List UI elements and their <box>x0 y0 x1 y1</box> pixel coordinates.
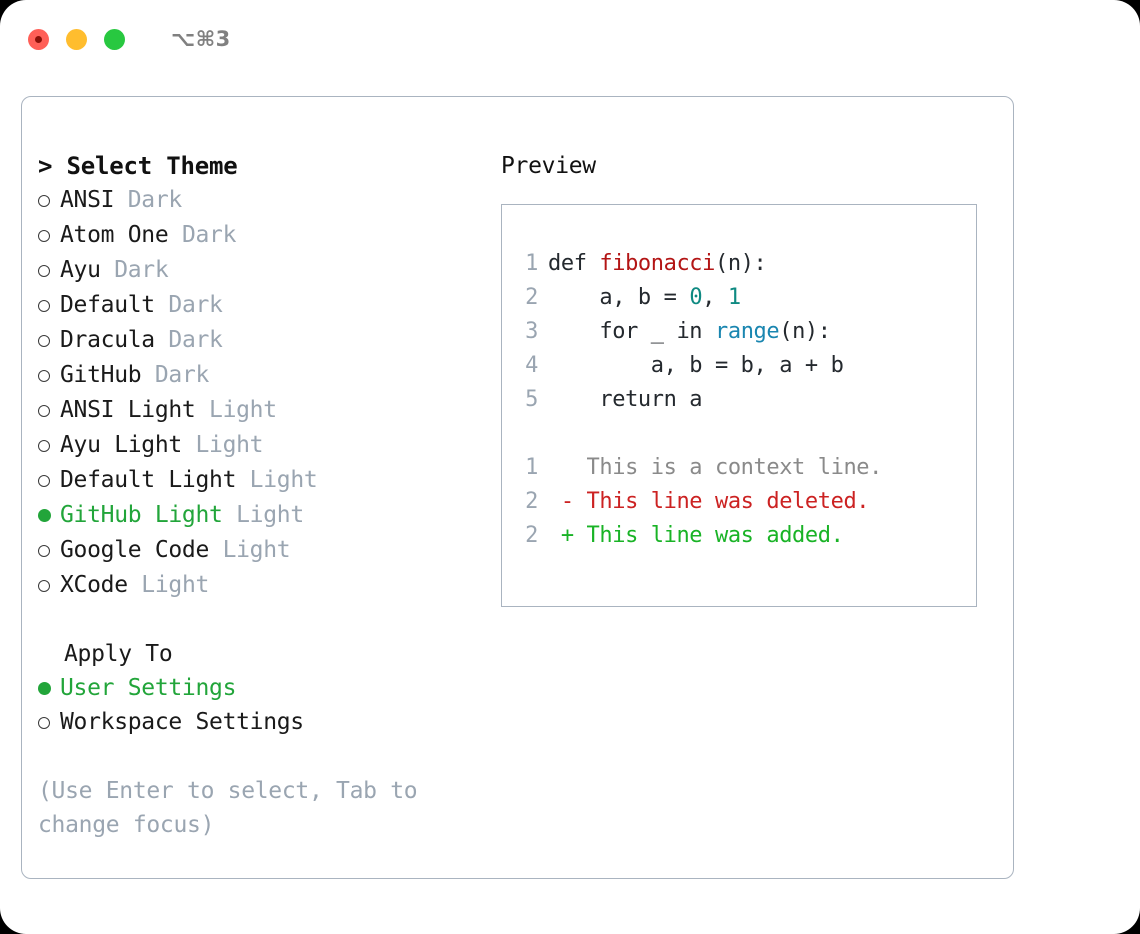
radio-unselected-icon <box>38 254 60 288</box>
radio-unselected-icon <box>38 289 60 323</box>
code-text: def fibonacci(n): <box>548 251 767 276</box>
theme-option-label: Dracula <box>60 327 155 353</box>
code-text: return a <box>599 387 703 412</box>
theme-variant-tag: Dark <box>168 222 237 248</box>
radio-unselected-icon <box>38 394 60 428</box>
radio-unselected-icon <box>38 324 60 358</box>
diff-line: 2 - This line was deleted. <box>502 485 976 519</box>
diff-sample: 1 This is a context line.2 - This line w… <box>502 451 976 553</box>
select-theme-header: > Select Theme <box>38 152 238 180</box>
line-number: 4 <box>525 353 538 378</box>
radio-unselected-icon <box>38 706 60 740</box>
theme-option-github[interactable]: GitHub Dark <box>38 358 498 393</box>
theme-option-ayu[interactable]: Ayu Dark <box>38 253 498 288</box>
diff-line: 2 + This line was added. <box>502 519 976 553</box>
column-spacer <box>38 603 498 637</box>
theme-option-google-code[interactable]: Google Code Light <box>38 533 498 568</box>
apply-to-header: Apply To <box>64 640 173 667</box>
code-line: 5 return a <box>502 383 976 417</box>
diff-line-number: 2 <box>525 489 538 514</box>
theme-option-label: ANSI <box>60 187 115 213</box>
diff-line-number: 2 <box>525 523 538 548</box>
theme-option-label: GitHub Light <box>60 502 223 528</box>
title-bar: ⌥⌘3 <box>0 0 1140 78</box>
theme-variant-tag: Dark <box>154 292 223 318</box>
theme-option-ansi[interactable]: ANSI Dark <box>38 183 498 218</box>
theme-option-default[interactable]: Default Dark <box>38 288 498 323</box>
theme-option-default-light[interactable]: Default Light Light <box>38 463 498 498</box>
theme-option-label: Default <box>60 292 155 318</box>
theme-option-label: Google Code <box>60 536 210 563</box>
radio-unselected-icon <box>38 429 60 463</box>
theme-option-label: Ayu Light <box>60 432 182 458</box>
theme-option-ayu-light[interactable]: Ayu Light Light <box>38 428 498 463</box>
window-controls <box>28 28 125 50</box>
line-number: 3 <box>525 319 538 344</box>
close-button[interactable] <box>28 28 49 50</box>
diff-text: + This line was added. <box>548 523 844 548</box>
theme-variant-tag: Light <box>181 432 264 458</box>
theme-option-label: Ayu <box>60 257 101 283</box>
theme-option-label: ANSI Light <box>60 397 196 423</box>
code-line: 1 def fibonacci(n): <box>502 247 976 281</box>
diff-line: 1 This is a context line. <box>502 451 976 485</box>
radio-unselected-icon <box>38 464 60 498</box>
code-text: a, b = 0, 1 <box>599 285 741 310</box>
diff-text: This is a context line. <box>548 455 883 480</box>
theme-option-xcode[interactable]: XCode Light <box>38 568 498 603</box>
theme-variant-tag: Dark <box>100 257 169 283</box>
code-text: for _ in range(n): <box>599 319 831 344</box>
radio-selected-icon <box>38 499 60 533</box>
radio-unselected-icon <box>38 569 60 603</box>
theme-option-label: Atom One <box>60 222 169 248</box>
apply-to-option-workspace-settings[interactable]: Workspace Settings <box>38 705 498 740</box>
apply-to-option-user-settings[interactable]: User Settings <box>38 671 498 706</box>
keyboard-shortcut-label: ⌥⌘3 <box>171 27 231 51</box>
code-text: a, b = b, a + b <box>650 353 844 378</box>
theme-variant-tag: Light <box>236 467 318 493</box>
theme-option-label: GitHub <box>60 362 142 388</box>
theme-variant-tag: Light <box>127 571 210 598</box>
code-line: 2 a, b = 0, 1 <box>502 281 976 315</box>
apply-to-option-label: Workspace Settings <box>60 709 304 735</box>
radio-unselected-icon <box>38 359 60 393</box>
theme-option-ansi-light[interactable]: ANSI Light Light <box>38 393 498 428</box>
line-number: 5 <box>525 387 538 412</box>
theme-option-github-light[interactable]: GitHub Light Light <box>38 498 498 533</box>
code-line: 3 for _ in range(n): <box>502 315 976 349</box>
code-line: 4 a, b = b, a + b <box>502 349 976 383</box>
radio-selected-icon <box>38 671 60 705</box>
theme-option-atom-one[interactable]: Atom One Dark <box>38 218 498 253</box>
theme-variant-tag: Dark <box>141 362 210 388</box>
minimize-button[interactable] <box>66 28 87 50</box>
line-number: 2 <box>525 285 538 310</box>
theme-variant-tag: Light <box>222 502 304 528</box>
theme-variant-tag: Light <box>209 536 291 563</box>
keyboard-hint: (Use Enter to select, Tab to change focu… <box>38 778 418 838</box>
code-diff-separator <box>502 417 976 451</box>
diff-text: - This line was deleted. <box>548 489 870 514</box>
radio-unselected-icon <box>38 184 60 218</box>
theme-option-dracula[interactable]: Dracula Dark <box>38 323 498 358</box>
theme-option-label: Default Light <box>60 467 237 493</box>
theme-variant-tag: Dark <box>114 187 183 213</box>
theme-variant-tag: Light <box>195 397 277 423</box>
theme-option-label: XCode <box>60 571 128 598</box>
diff-line-number: 1 <box>525 455 538 480</box>
apply-to-option-label: User Settings <box>60 674 237 701</box>
theme-variant-tag: Dark <box>154 327 223 353</box>
maximize-button[interactable] <box>104 28 125 50</box>
line-number: 1 <box>525 251 538 276</box>
preview-title: Preview <box>501 153 596 179</box>
radio-unselected-icon <box>38 534 60 568</box>
radio-unselected-icon <box>38 219 60 253</box>
